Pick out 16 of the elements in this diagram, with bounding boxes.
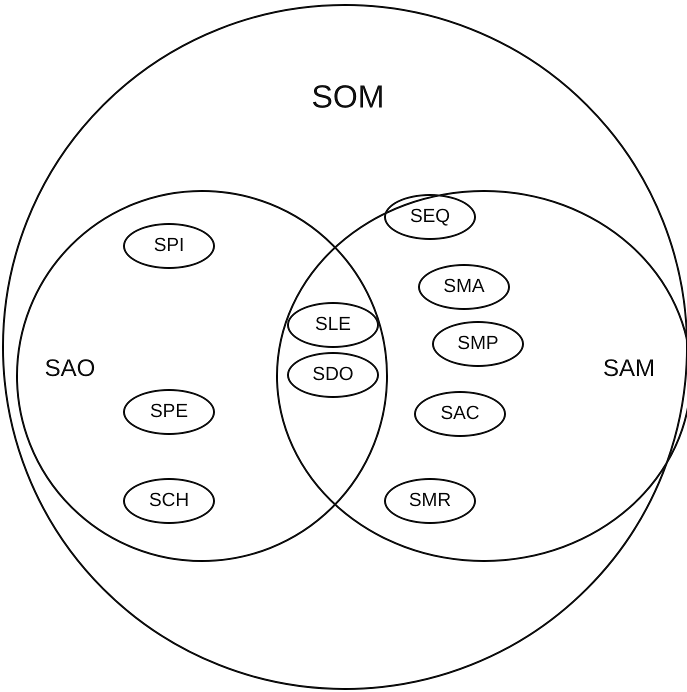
set-label: SOM [312,78,384,116]
set-label: SAO [44,355,96,383]
element-ellipse: SMA [418,264,510,310]
element-ellipse: SCH [123,478,215,524]
set-label: SAM [603,355,655,383]
element-ellipse: SPE [123,389,215,435]
set-circle [2,4,687,690]
element-ellipse: SEQ [384,194,476,240]
element-ellipse: SMP [432,321,524,367]
element-ellipse: SLE [287,302,379,348]
set-circle [276,190,687,562]
element-ellipse: SMR [384,478,476,524]
element-ellipse: SDO [287,352,379,398]
element-ellipse: SPI [123,223,215,269]
element-ellipse: SAC [414,391,506,437]
set-circle [16,190,388,562]
